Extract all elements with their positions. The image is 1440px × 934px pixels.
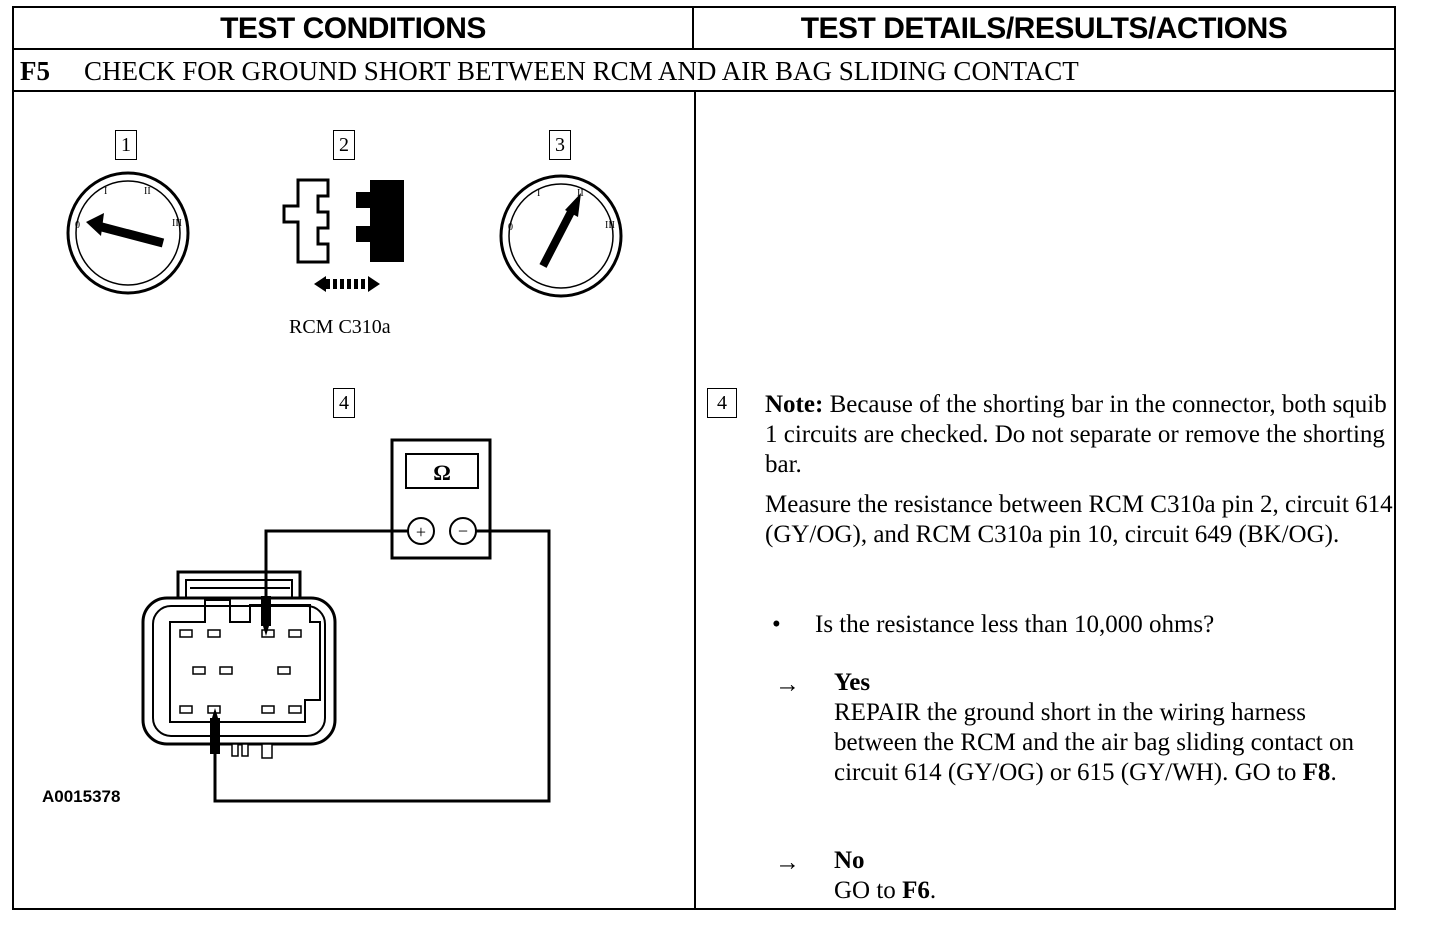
ignition-label: III — [605, 220, 615, 231]
ignition-label: 0 — [508, 222, 513, 233]
figure-step-number: 4 — [333, 388, 355, 418]
test-leads — [213, 529, 551, 803]
yes-result: Yes REPAIR the ground short in the wirin… — [834, 668, 1374, 788]
no-goto-link[interactable]: F6 — [902, 877, 930, 904]
ignition-label: II — [144, 186, 151, 197]
step-title-row: F5 CHECK FOR GROUND SHORT BETWEEN RCM AN… — [14, 50, 1394, 92]
rcm-connector-face-icon — [141, 570, 337, 759]
connector-disconnect-icon — [282, 178, 404, 292]
figure-step-number: 2 — [333, 130, 355, 160]
no-result: No GO to F6. — [834, 846, 1374, 906]
arrow-right-icon: → — [775, 671, 800, 698]
ohm-symbol: Ω — [433, 460, 451, 485]
ignition-label: 0 — [75, 220, 80, 231]
ohmmeter-icon: Ω + − — [390, 438, 492, 560]
no-label: No — [834, 847, 865, 874]
measure-instruction: Measure the resistance between RCM C310a… — [765, 491, 1393, 548]
details-step-number: 4 — [707, 388, 737, 418]
ignition-switch-run-icon: 0 I II III — [499, 174, 623, 298]
yes-label: Yes — [834, 669, 871, 696]
step-title: CHECK FOR GROUND SHORT BETWEEN RCM AND A… — [84, 56, 1079, 86]
header-row: TEST CONDITIONS TEST DETAILS/RESULTS/ACT… — [14, 8, 1394, 50]
test-table: TEST CONDITIONS TEST DETAILS/RESULTS/ACT… — [12, 6, 1396, 910]
test-question: Is the resistance less than 10,000 ohms? — [815, 611, 1215, 638]
test-probe-icon — [210, 596, 271, 754]
ignition-label: III — [172, 218, 182, 229]
header-test-details: TEST DETAILS/RESULTS/ACTIONS — [800, 12, 1288, 45]
column-divider — [694, 92, 696, 910]
figure-id: A0015378 — [42, 787, 121, 806]
yes-text: REPAIR the ground short in the wiring ha… — [834, 699, 1355, 786]
header-test-conditions: TEST CONDITIONS — [14, 8, 694, 48]
arrow-right-icon: → — [775, 849, 800, 876]
meter-minus-terminal: − — [458, 521, 468, 541]
note-paragraph: Note: Because of the shorting bar in the… — [765, 390, 1395, 480]
ignition-label: I — [537, 188, 540, 199]
no-text: GO to — [834, 877, 903, 904]
yes-end: . — [1330, 759, 1337, 786]
no-end: . — [929, 877, 937, 904]
connector-label: RCM C310a — [289, 316, 391, 338]
ignition-label: I — [104, 186, 107, 197]
meter-plus-terminal: + — [416, 522, 426, 542]
note-label: Note: — [765, 391, 824, 418]
figure-step-number: 1 — [115, 130, 137, 160]
figure-step-number: 3 — [549, 130, 571, 160]
ignition-label: II — [577, 188, 584, 199]
yes-goto-link[interactable]: F8 — [1302, 759, 1331, 786]
note-text: Because of the shorting bar in the conne… — [765, 391, 1387, 478]
step-id: F5 — [20, 56, 50, 86]
bullet-icon: • — [772, 611, 781, 638]
ignition-switch-off-icon: 0 I II III — [66, 171, 190, 295]
